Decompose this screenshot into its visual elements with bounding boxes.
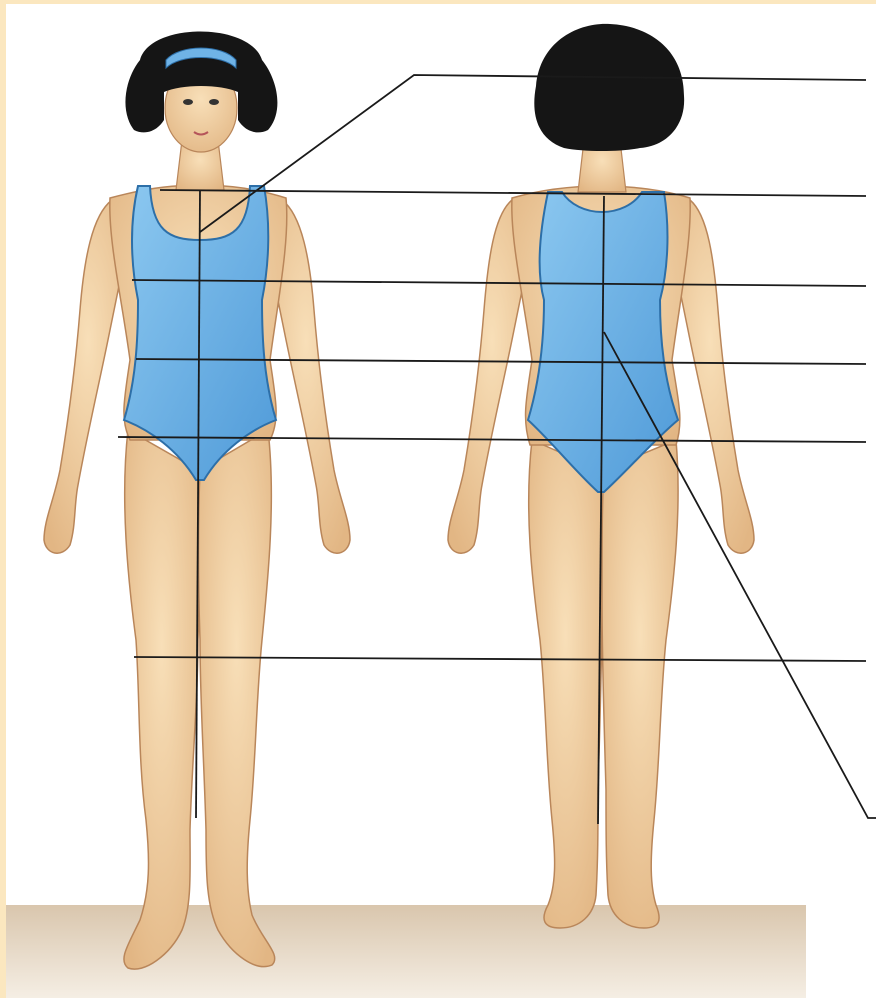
front-figure xyxy=(44,32,350,970)
front-left-leg xyxy=(124,430,200,969)
back-hair xyxy=(534,24,684,151)
back-right-leg xyxy=(602,440,678,928)
front-eye-left xyxy=(183,99,193,105)
back-left-leg xyxy=(529,440,602,928)
front-eye-right xyxy=(209,99,219,105)
front-right-leg xyxy=(199,430,275,967)
diagram-canvas xyxy=(6,4,876,998)
body-measurement-diagram xyxy=(6,4,876,998)
